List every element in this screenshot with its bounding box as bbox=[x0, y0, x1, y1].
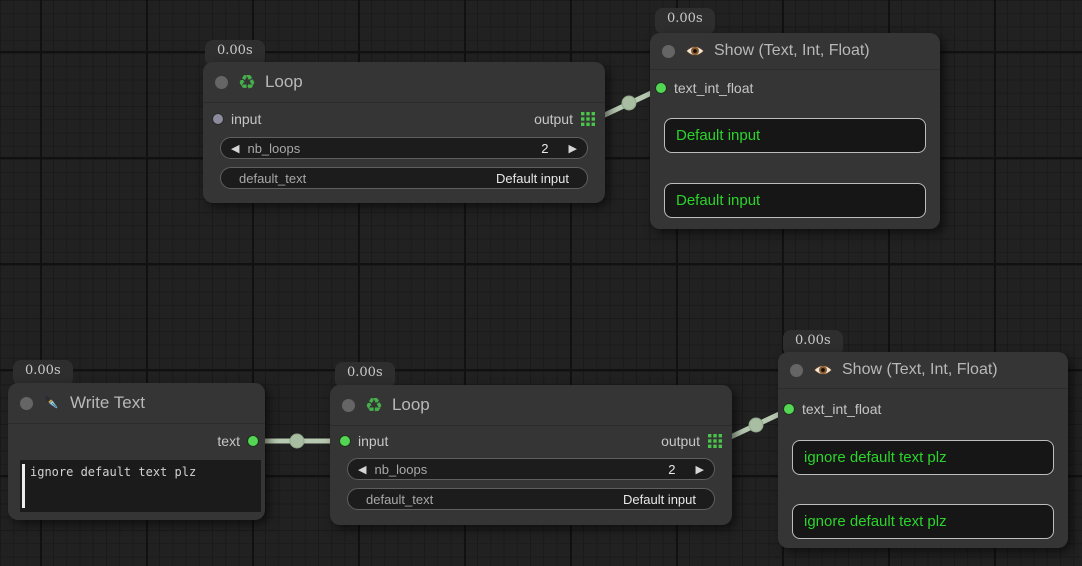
output-slot[interactable]: text bbox=[217, 433, 258, 449]
widget-label: default_text bbox=[366, 491, 434, 507]
link-midpoint-dot[interactable] bbox=[289, 433, 305, 449]
node-header[interactable]: Write Text bbox=[8, 383, 265, 424]
input-slot-dot[interactable] bbox=[340, 436, 350, 446]
output-slot-dot[interactable] bbox=[248, 436, 258, 446]
node-write-text[interactable]: Write Text text ignore default text plz bbox=[8, 383, 265, 520]
input-slot-label: input bbox=[231, 111, 262, 127]
text-caret bbox=[22, 464, 25, 508]
execution-time-badge: 0.00s bbox=[13, 360, 73, 386]
widget-value: 2 bbox=[541, 140, 549, 156]
node-loop-top[interactable]: ♻ Loop input output ◀ nb_loops bbox=[203, 62, 605, 203]
widget-value: Default input bbox=[496, 170, 569, 186]
collapse-dot[interactable] bbox=[215, 75, 228, 89]
node-title: Loop bbox=[264, 72, 303, 91]
decrement-arrow-icon[interactable]: ◀ bbox=[358, 462, 367, 476]
widget-value: Default input bbox=[623, 491, 696, 507]
display-text-box[interactable]: Default input bbox=[664, 183, 926, 218]
widget-label: nb_loops bbox=[247, 140, 301, 156]
collapse-dot[interactable] bbox=[662, 44, 675, 58]
increment-arrow-icon[interactable]: ▶ bbox=[568, 141, 577, 155]
display-text: ignore default text plz bbox=[804, 449, 947, 466]
output-slot-label: text bbox=[217, 433, 240, 449]
increment-arrow-icon[interactable]: ▶ bbox=[695, 462, 704, 476]
node-show-top[interactable]: Show (Text, Int, Float) text_int_float D… bbox=[650, 33, 940, 229]
link-midpoint-dot[interactable] bbox=[621, 95, 637, 111]
display-text: ignore default text plz bbox=[804, 513, 947, 530]
collapse-dot[interactable] bbox=[342, 398, 355, 412]
input-slot-dot[interactable] bbox=[213, 114, 223, 124]
display-text-box[interactable]: ignore default text plz bbox=[792, 504, 1054, 539]
execution-time-badge: 0.00s bbox=[783, 330, 843, 356]
grid-output-icon[interactable] bbox=[581, 112, 595, 126]
input-slot-label: text_int_float bbox=[802, 401, 882, 417]
node-title: Loop bbox=[391, 395, 430, 414]
input-slot-dot[interactable] bbox=[656, 83, 666, 93]
input-slot-label: input bbox=[358, 433, 389, 449]
input-slot[interactable]: input bbox=[340, 433, 388, 449]
display-text: Default input bbox=[676, 127, 761, 144]
node-header[interactable]: Show (Text, Int, Float) bbox=[650, 33, 940, 70]
collapse-dot[interactable] bbox=[20, 396, 33, 410]
link-midpoint-dot[interactable] bbox=[748, 417, 764, 433]
output-slot-label: output bbox=[661, 433, 700, 449]
widget-value: 2 bbox=[668, 461, 676, 477]
display-text-box[interactable]: Default input bbox=[664, 118, 926, 153]
nb-loops-widget[interactable]: ◀ nb_loops 2 ▶ bbox=[220, 137, 588, 159]
output-slot-label: output bbox=[534, 111, 573, 127]
eye-icon bbox=[685, 44, 705, 58]
input-slot-dot[interactable] bbox=[784, 404, 794, 414]
recycle-icon: ♻ bbox=[365, 393, 383, 417]
input-slot[interactable]: input bbox=[213, 111, 261, 127]
display-text-box[interactable]: ignore default text plz bbox=[792, 440, 1054, 475]
collapse-dot[interactable] bbox=[790, 363, 803, 377]
default-text-widget[interactable]: default_text Default input bbox=[220, 167, 588, 189]
node-title: Show (Text, Int, Float) bbox=[714, 42, 870, 59]
input-slot[interactable]: text_int_float bbox=[656, 80, 753, 96]
node-loop-bottom[interactable]: ♻ Loop input output ◀ nb_loops bbox=[330, 385, 732, 525]
node-header[interactable]: ♻ Loop bbox=[330, 385, 732, 426]
execution-time-badge: 0.00s bbox=[205, 40, 265, 66]
input-slot-label: text_int_float bbox=[674, 80, 754, 96]
output-slot[interactable]: output bbox=[661, 433, 722, 449]
grid-output-icon[interactable] bbox=[708, 434, 722, 448]
decrement-arrow-icon[interactable]: ◀ bbox=[231, 141, 240, 155]
default-text-widget[interactable]: default_text Default input bbox=[347, 488, 715, 510]
node-header[interactable]: Show (Text, Int, Float) bbox=[778, 352, 1068, 389]
widget-label: default_text bbox=[239, 170, 307, 186]
node-title: Write Text bbox=[70, 393, 145, 412]
fountain-pen-icon bbox=[43, 394, 61, 412]
node-header[interactable]: ♻ Loop bbox=[203, 62, 605, 103]
execution-time-badge: 0.00s bbox=[335, 362, 395, 388]
execution-time-badge: 0.00s bbox=[655, 8, 715, 34]
node-show-bottom[interactable]: Show (Text, Int, Float) text_int_float i… bbox=[778, 352, 1068, 548]
recycle-icon: ♻ bbox=[238, 70, 256, 94]
node-title: Show (Text, Int, Float) bbox=[842, 361, 998, 378]
text-input[interactable]: ignore default text plz bbox=[20, 460, 261, 512]
nb-loops-widget[interactable]: ◀ nb_loops 2 ▶ bbox=[347, 458, 715, 480]
input-slot[interactable]: text_int_float bbox=[784, 401, 881, 417]
eye-icon bbox=[813, 363, 833, 377]
output-slot[interactable]: output bbox=[534, 111, 595, 127]
display-text: Default input bbox=[676, 192, 761, 209]
widget-label: nb_loops bbox=[374, 461, 428, 477]
